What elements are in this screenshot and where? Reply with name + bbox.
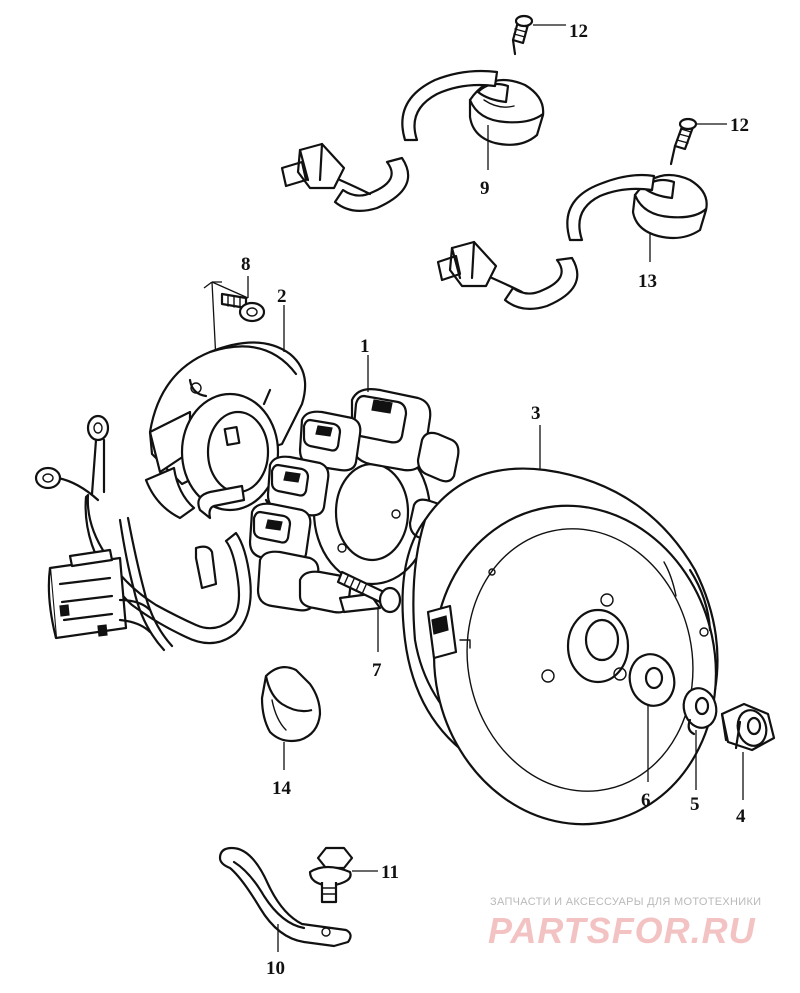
callout-13: 13 — [638, 271, 657, 292]
wire-harness — [34, 414, 252, 652]
part-13-pulse-generator-lower — [436, 173, 708, 311]
part-1-stator — [248, 355, 460, 614]
callout-8: 8 — [241, 254, 251, 275]
callout-11: 11 — [381, 862, 399, 883]
part-12-screw-lower — [669, 117, 727, 166]
callout-10: 10 — [266, 958, 285, 979]
part-2-stator-base — [144, 305, 307, 520]
part-3-flywheel — [401, 425, 719, 826]
part-8-screw — [203, 276, 266, 401]
callout-2: 2 — [277, 286, 287, 307]
callout-5: 5 — [690, 794, 700, 815]
callout-9: 9 — [480, 178, 490, 199]
part-11-bolt — [308, 846, 378, 904]
callout-7: 7 — [372, 660, 382, 681]
part-5-lock-washer — [682, 687, 718, 790]
part-10-clamp — [218, 846, 352, 952]
callout-3: 3 — [531, 403, 541, 424]
part-7-bolt — [336, 570, 402, 652]
part-6-washer — [628, 653, 676, 782]
part-14-grommet — [260, 665, 322, 770]
watermark-logo: PARTSFOR.RU — [488, 910, 756, 951]
part-12-screw-upper — [511, 14, 566, 56]
callout-14: 14 — [272, 778, 292, 799]
part-9-pulse-generator-upper — [280, 69, 545, 213]
callout-12b: 12 — [730, 115, 749, 136]
callout-1: 1 — [360, 336, 370, 357]
part-4-nut — [720, 702, 776, 800]
callout-6: 6 — [641, 790, 651, 811]
callout-12a: 12 — [569, 21, 588, 42]
callout-4: 4 — [736, 806, 746, 827]
watermark-tagline: ЗАПЧАСТИ И АКСЕССУАРЫ ДЛЯ МОТОТЕХНИКИ — [490, 896, 762, 908]
